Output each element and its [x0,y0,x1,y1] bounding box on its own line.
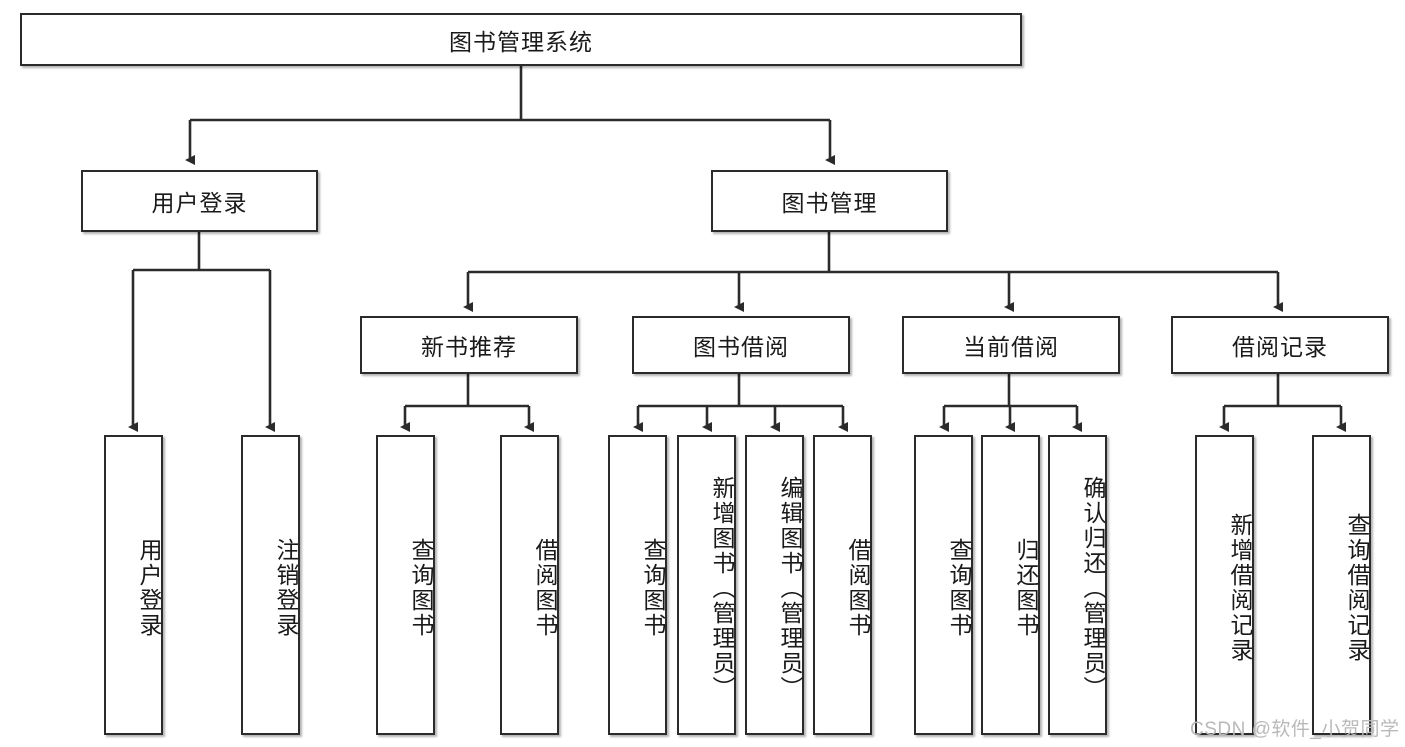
node-new-book-recommend[interactable]: 新书推荐 [360,316,578,374]
leaf-current-return-book-label: 归还图书 [1013,538,1039,638]
node-book-borrow[interactable]: 图书借阅 [632,316,850,374]
node-current-borrow[interactable]: 当前借阅 [902,316,1120,374]
leaf-borrow-add-book-admin[interactable]: 新增图书（管理员） [677,435,736,735]
leaf-user-logout[interactable]: 注销登录 [241,435,300,735]
leaf-borrow-query-book[interactable]: 查询图书 [608,435,667,735]
node-user-login[interactable]: 用户登录 [81,170,318,232]
leaf-current-query-book[interactable]: 查询图书 [914,435,973,735]
node-book-management[interactable]: 图书管理 [711,170,948,232]
leaf-current-confirm-return-admin[interactable]: 确认归还（管理员） [1048,435,1107,735]
node-new-book-recommend-label: 新书推荐 [421,334,517,360]
node-book-management-label: 图书管理 [781,190,878,216]
leaf-borrow-borrow-book[interactable]: 借阅图书 [813,435,872,735]
leaf-borrow-borrow-book-label: 借阅图书 [845,538,871,638]
leaf-record-add-record-label: 新增借阅记录 [1227,513,1253,663]
node-current-borrow-label: 当前借阅 [963,334,1059,360]
leaf-user-login[interactable]: 用户登录 [104,435,163,735]
leaf-newbook-query-book-label: 查询图书 [408,538,434,638]
node-book-borrow-label: 图书借阅 [693,334,789,360]
leaf-current-confirm-return-admin-label: 确认归还（管理员） [1080,475,1106,701]
leaf-current-query-book-label: 查询图书 [946,538,972,638]
leaf-record-query-record-label: 查询借阅记录 [1344,513,1370,663]
node-root-label: 图书管理系统 [449,28,593,55]
leaf-borrow-add-book-admin-label: 新增图书（管理员） [709,475,735,701]
leaf-borrow-edit-book-admin[interactable]: 编辑图书（管理员） [745,435,804,735]
leaf-record-add-record[interactable]: 新增借阅记录 [1195,435,1254,735]
node-borrow-record[interactable]: 借阅记录 [1171,316,1389,374]
leaf-newbook-query-book[interactable]: 查询图书 [376,435,435,735]
watermark-text: CSDN @软件_小贺同学 [1190,719,1400,740]
leaf-record-query-record[interactable]: 查询借阅记录 [1312,435,1371,735]
node-borrow-record-label: 借阅记录 [1232,334,1328,360]
leaf-newbook-borrow-book[interactable]: 借阅图书 [500,435,559,735]
leaf-user-login-label: 用户登录 [136,538,162,638]
leaf-current-return-book[interactable]: 归还图书 [981,435,1040,735]
leaf-user-logout-label: 注销登录 [273,538,299,638]
leaf-newbook-borrow-book-label: 借阅图书 [532,538,558,638]
node-user-login-label: 用户登录 [151,190,248,216]
node-root[interactable]: 图书管理系统 [20,13,1022,66]
leaf-borrow-edit-book-admin-label: 编辑图书（管理员） [777,475,803,701]
leaf-borrow-query-book-label: 查询图书 [640,538,666,638]
